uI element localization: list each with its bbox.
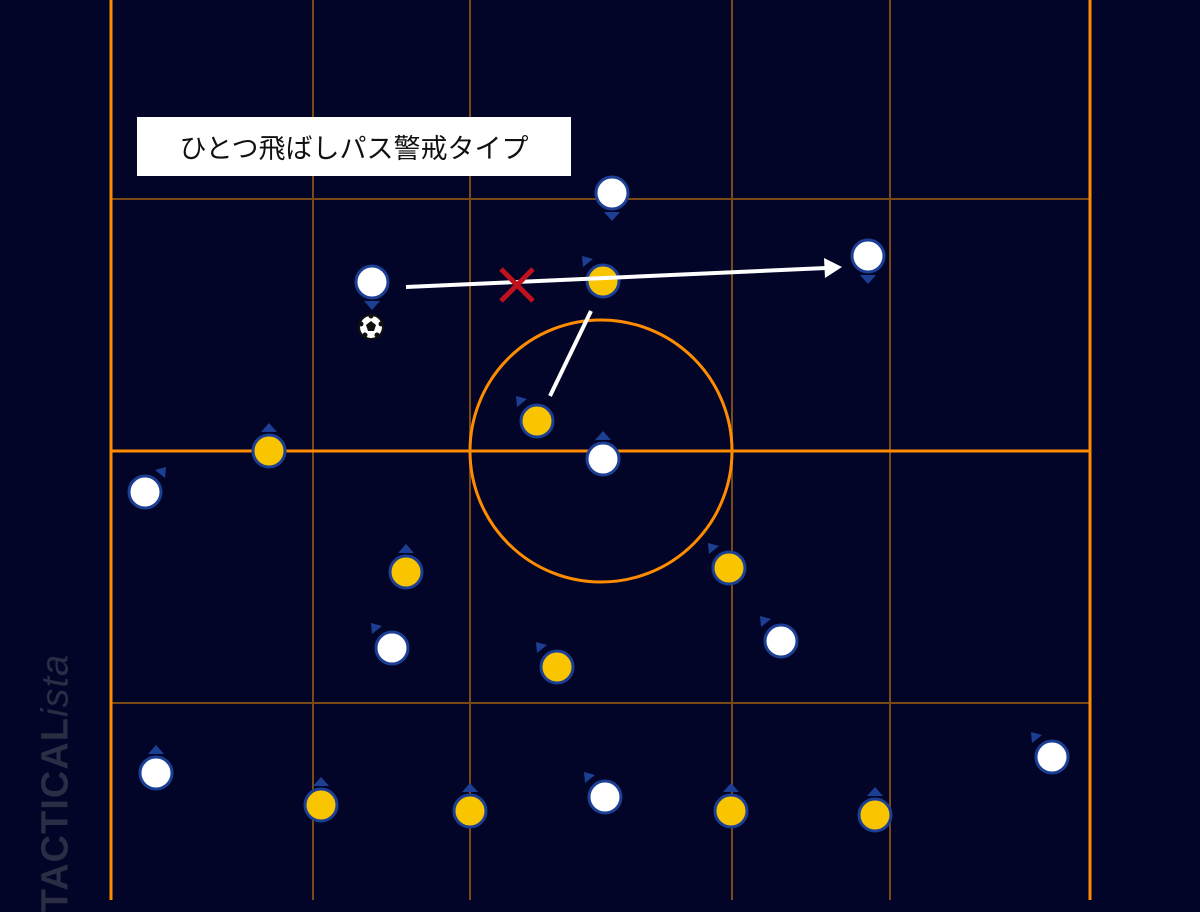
yellow-team-player — [582, 256, 621, 299]
player-marker — [857, 797, 893, 833]
white-team-player — [127, 467, 166, 510]
facing-indicator — [708, 543, 719, 554]
player-marker — [354, 264, 390, 300]
white-team-player — [1031, 732, 1070, 775]
white-team-player — [760, 616, 799, 659]
player-marker — [711, 550, 747, 586]
center-circle — [468, 318, 734, 584]
yellow-team-player — [388, 544, 424, 590]
defender-movement-line — [548, 310, 593, 397]
facing-indicator — [462, 783, 478, 792]
white-team-player — [585, 431, 621, 477]
ball-patch — [362, 332, 368, 338]
player-marker — [374, 630, 410, 666]
white-team-player — [138, 745, 174, 791]
yellow-team-player — [452, 783, 488, 829]
brand-watermark: TACTICALista — [35, 654, 78, 912]
facing-indicator — [760, 616, 771, 627]
facing-indicator — [398, 544, 414, 553]
watermark-italic: ista — [34, 653, 77, 717]
yellow-team-player — [536, 642, 575, 685]
ball-patch — [378, 321, 384, 327]
facing-indicator — [604, 212, 620, 221]
facing-indicator — [313, 777, 329, 786]
annotations-layer — [358, 258, 842, 397]
x-mark-stroke — [499, 267, 535, 303]
facing-indicator — [155, 467, 166, 478]
pass-arrow-head — [824, 258, 842, 278]
player-marker — [388, 554, 424, 590]
white-team-player — [371, 623, 410, 666]
yellow-team-player — [713, 783, 749, 829]
player-marker — [585, 263, 621, 299]
player-marker — [127, 474, 163, 510]
facing-indicator — [261, 423, 277, 432]
soccer-ball-icon — [358, 313, 384, 340]
players-layer — [127, 175, 1070, 833]
ball-patch — [366, 321, 376, 331]
white-team-player — [594, 175, 630, 221]
ball-patch — [358, 321, 364, 327]
facing-indicator — [516, 396, 527, 407]
player-marker — [539, 649, 575, 685]
player-marker — [519, 403, 555, 439]
player-marker — [303, 787, 339, 823]
player-marker — [763, 623, 799, 659]
player-marker — [138, 755, 174, 791]
watermark-bold: TACTICAL — [34, 716, 77, 912]
player-marker — [850, 238, 886, 274]
facing-indicator — [364, 301, 380, 310]
facing-indicator — [595, 431, 611, 440]
facing-indicator — [860, 275, 876, 284]
yellow-team-player — [857, 787, 893, 833]
facing-indicator — [371, 623, 382, 634]
player-marker — [251, 433, 287, 469]
white-team-player — [584, 772, 623, 815]
ball-patch — [374, 332, 380, 338]
facing-indicator — [723, 783, 739, 792]
diagram-title: ひとつ飛ばしパス警戒タイプ — [137, 117, 571, 176]
white-team-player — [850, 238, 886, 284]
player-marker — [452, 793, 488, 829]
yellow-team-player — [708, 543, 747, 586]
facing-indicator — [584, 772, 595, 783]
yellow-team-player — [516, 396, 555, 439]
player-marker — [594, 175, 630, 211]
player-marker — [585, 441, 621, 477]
facing-indicator — [148, 745, 164, 754]
yellow-team-player — [303, 777, 339, 823]
x-mark-icon — [499, 267, 535, 303]
yellow-team-player — [251, 423, 287, 469]
ball-patch — [368, 313, 374, 319]
pass-arrow-line — [405, 266, 827, 289]
facing-indicator — [1031, 732, 1042, 743]
player-marker — [713, 793, 749, 829]
facing-indicator — [536, 642, 547, 653]
facing-indicator — [582, 256, 593, 267]
facing-indicator — [867, 787, 883, 796]
white-team-player — [354, 264, 390, 310]
player-marker — [1034, 739, 1070, 775]
player-marker — [587, 779, 623, 815]
